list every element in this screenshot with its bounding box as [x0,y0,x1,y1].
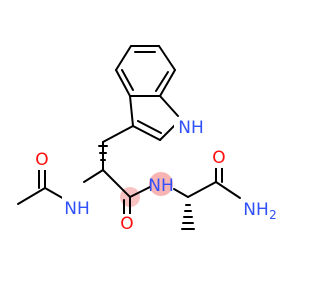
atom-label-indole-nh: NH [174,118,208,138]
stereo-bond-trp [98,145,108,161]
svg-text:NH: NH [178,118,204,138]
svg-text:NH: NH [243,200,269,220]
stereo-bond-ala [181,204,195,230]
benzene-ring [115,45,176,97]
svg-text:2: 2 [269,208,277,222]
molecule-structure: NH O NH O NH O NH 2 [17,45,278,234]
highlight-amide-nh [149,172,173,196]
atom-label-amide-nh-center: NH [148,176,174,196]
backbone-bonds [17,167,241,215]
svg-text:NH: NH [64,199,90,219]
atom-label-amide-o: O [118,214,136,234]
svg-text:O: O [35,150,48,170]
atom-label-acetyl-o: O [33,150,51,170]
pyrrole-ring [129,95,179,141]
atom-label-terminal-nh2: NH 2 [238,200,278,224]
svg-text:O: O [212,148,225,168]
atom-label-terminal-o: O [210,148,228,168]
side-chain-bonds [102,125,134,171]
atom-label-amide-nh-left: NH [62,196,92,234]
svg-text:NH: NH [148,176,174,196]
svg-text:O: O [120,214,133,234]
